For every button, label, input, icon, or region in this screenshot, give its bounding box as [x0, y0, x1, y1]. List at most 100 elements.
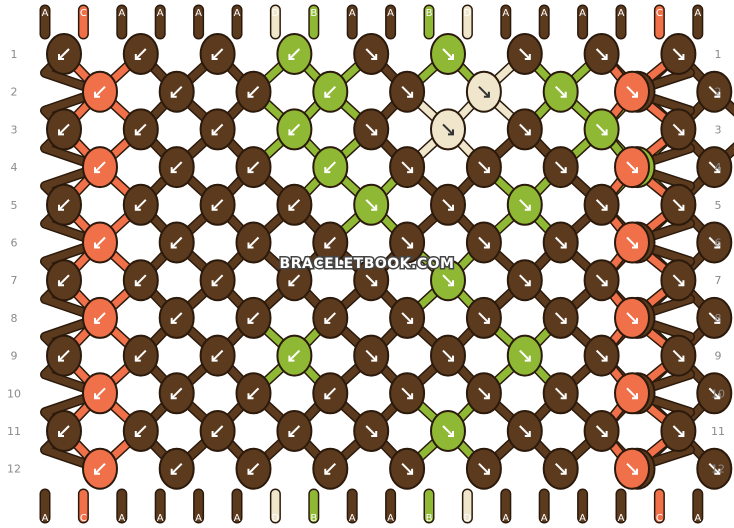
arrow-icon [324, 236, 337, 249]
arrow-head-icon [134, 280, 141, 287]
arrow-head-icon [448, 355, 454, 362]
arrow-head-icon [324, 393, 331, 400]
knot [158, 372, 195, 415]
knot [122, 33, 159, 75]
knot [82, 372, 118, 415]
knot [199, 410, 236, 452]
knot [353, 410, 390, 452]
arrow-icon [442, 48, 454, 60]
arrow-icon [365, 199, 377, 211]
knot [506, 410, 543, 452]
arrow-head-icon [678, 54, 685, 60]
arrow-head-icon [407, 317, 414, 324]
row-number-left: 4 [11, 161, 18, 174]
arrow-head-icon [560, 91, 567, 98]
arrow-icon [135, 425, 147, 437]
arrow-icon [94, 387, 106, 400]
arrow-icon [478, 85, 490, 98]
arrow-head-icon [58, 280, 64, 287]
knot [465, 221, 502, 264]
arrow-head-icon [632, 242, 638, 249]
arrow-head-icon [94, 167, 100, 174]
knot [122, 183, 159, 226]
arrow-head-icon [371, 54, 378, 60]
knot [46, 183, 82, 226]
arrow-icon [365, 425, 377, 437]
arrow-icon [247, 387, 260, 400]
knot [158, 296, 195, 339]
knot [276, 33, 313, 75]
arrow-head-icon [324, 468, 331, 475]
watermark: BRACELETBOOK.COM [280, 256, 455, 272]
knot [542, 70, 579, 113]
knot [542, 296, 579, 339]
arrow-head-icon [714, 393, 721, 400]
arrow-head-icon [170, 91, 177, 98]
arrow-head-icon [560, 167, 567, 174]
arrow-icon [324, 387, 337, 400]
knot [158, 70, 195, 113]
row-number-left: 8 [11, 312, 18, 325]
arrow-head-icon [448, 204, 454, 211]
arrow-icon [94, 236, 106, 249]
arrow-head-icon [524, 204, 531, 211]
arrow-head-icon [324, 317, 331, 324]
knot [235, 296, 272, 339]
arrow-icon [554, 387, 567, 400]
arrow-head-icon [560, 242, 567, 249]
knot [696, 372, 733, 415]
knot [389, 70, 426, 113]
arrow-head-icon [714, 167, 721, 174]
bottom-strand-label: A [349, 513, 356, 524]
knot [542, 372, 579, 415]
arrow-head-icon [58, 129, 64, 136]
arrow-head-icon [524, 431, 531, 437]
arrow-icon [247, 462, 260, 475]
arrow-icon [288, 425, 301, 437]
arrow-icon [58, 425, 70, 437]
knot [158, 447, 195, 490]
knot [276, 410, 313, 452]
knot [506, 334, 543, 377]
knot [46, 259, 82, 302]
row-number-right: 12 [711, 463, 725, 476]
arrow-icon [58, 274, 70, 286]
arrow-head-icon [94, 242, 100, 249]
arrow-icon [626, 312, 638, 324]
arrow-icon [135, 123, 147, 136]
row-number-right: 10 [711, 387, 725, 400]
knot [614, 447, 650, 490]
arrow-head-icon [632, 393, 638, 400]
arrow-icon [135, 48, 147, 60]
top-strand-label: A [349, 8, 356, 19]
arrow-head-icon [407, 393, 414, 400]
knot [158, 221, 195, 264]
arrow-head-icon [288, 355, 295, 362]
knot [465, 372, 502, 415]
arrow-icon [478, 236, 490, 249]
knot [430, 183, 466, 226]
strand-ends-layer [39, 4, 704, 524]
arrow-head-icon [601, 204, 608, 211]
knot [46, 33, 82, 75]
bottom-strand-label: A [157, 513, 164, 524]
top-strand-label: D [272, 8, 280, 19]
knot [235, 221, 272, 264]
arrow-icon [519, 48, 531, 60]
arrow-icon [288, 199, 301, 211]
arrow-icon [708, 462, 721, 475]
bottom-strand-label: D [464, 513, 472, 524]
knot [122, 334, 159, 377]
knot [542, 146, 579, 189]
arrow-icon [247, 85, 260, 98]
row-number-left: 2 [11, 86, 18, 99]
knot [542, 221, 579, 264]
knot [583, 410, 620, 452]
arrow-head-icon [678, 280, 685, 287]
arrow-head-icon [247, 91, 254, 98]
arrow-icon [58, 123, 70, 136]
arrow-head-icon [601, 431, 608, 437]
knot [389, 221, 426, 264]
arrow-head-icon [247, 242, 254, 249]
arrow-icon [324, 312, 337, 324]
